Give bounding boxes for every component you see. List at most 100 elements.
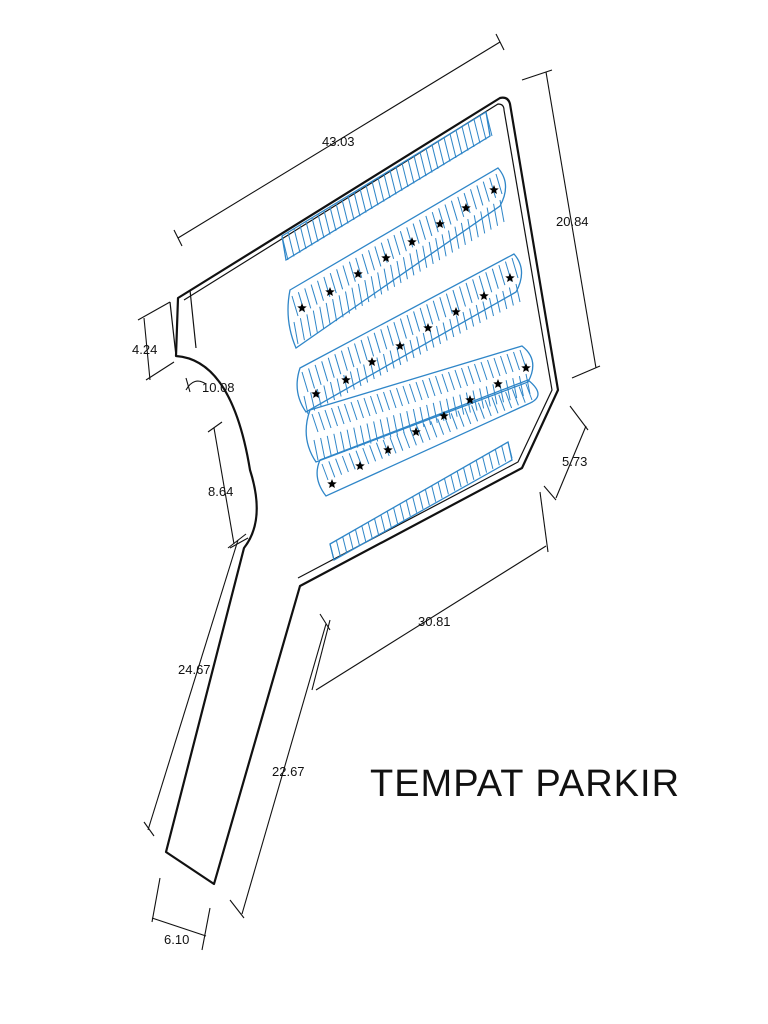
parking-stall [299,224,307,250]
parking-stall [464,407,472,425]
parking-stall [386,325,394,346]
dimension-entrance-label: 4.24 [132,342,157,357]
parking-stall [287,232,295,257]
parking-stall [431,211,439,233]
parking-stall [329,272,337,294]
parking-stall [331,407,338,427]
tree-icon [353,269,363,279]
parking-stall [319,306,325,329]
parking-stall [470,189,477,210]
dimension-road-left-label: 24.67 [178,662,211,677]
parking-stall [425,215,433,237]
parking-stall [422,245,428,268]
parking-stall [357,399,364,419]
parking-stall [362,447,370,465]
parking-stall [482,301,488,320]
dimension-road-right: 22.67 [229,613,331,919]
parking-stall [444,204,452,225]
parking-stall [306,314,312,337]
parking-stall [326,435,332,456]
parking-stall [459,394,465,415]
parking-stall [310,284,318,305]
parking-stall [377,177,385,202]
parking-stall [500,355,507,375]
parking-stall [405,500,411,517]
parking-stall [419,406,425,428]
parking-stall [342,536,348,553]
parking-stall [325,302,331,326]
parking-stall [495,294,501,313]
parking-stall [475,460,481,477]
parking-stall [507,441,513,459]
parking-stall [340,431,345,452]
parking-stall [293,321,299,345]
parking-stall [380,329,388,350]
parking-stall [424,489,430,506]
parking-stall [310,392,316,411]
parking-stall [441,373,449,393]
parking-stall [368,250,375,271]
parking-stall [506,353,514,373]
parking-stall [367,522,373,539]
parking-stall [373,332,381,353]
dimension-chamfer-label: 5.73 [562,454,587,469]
parking-stall [329,543,335,561]
parking-stall [422,332,428,352]
parking-stall [437,481,443,499]
parking-stall [314,364,322,386]
parking-stall [389,350,395,369]
parking-stall [308,368,316,389]
dimension-road-right-label: 22.67 [272,764,305,779]
parking-stall [335,540,341,557]
parking-stall [442,322,448,341]
parking-stall [452,396,458,417]
parking-stall [355,257,363,279]
parking-stall [299,318,305,341]
parking-stall [439,297,447,318]
dimension-entrance: 4.24 [132,301,175,381]
parking-stall [515,283,521,303]
parking-stall [389,170,397,195]
parking-stall [495,173,503,195]
parking-stall [488,452,494,470]
parking-stall [396,434,404,451]
parking-stall [461,126,469,151]
tree-icon [505,273,515,283]
parking-stall [474,363,481,383]
parking-stall [321,463,329,481]
parking-stall [441,234,447,257]
parking-stall [428,241,434,265]
parking-stall [425,148,433,173]
parking-row-2 [287,167,507,349]
parking-stall [418,492,424,510]
dimension-road-left: 24.67 [143,537,249,837]
parking-stall [335,458,343,475]
parking-stall [456,471,462,488]
parking-row-6 [329,440,513,561]
parking-stall [348,453,356,470]
parking-stall [303,395,309,415]
parking-stall [353,427,359,448]
parking-stall [354,343,361,364]
parking-stall [486,207,492,230]
parking-stall [482,181,490,202]
parking-row-1 [281,110,493,262]
parking-stall [448,230,453,253]
parking-stall [459,286,466,307]
parking-stall [365,184,373,210]
parking-stall [428,377,436,397]
parking-stall [382,439,390,457]
parking-stall [437,418,445,435]
dimension-right: 20.84 [521,69,601,379]
dimension-inner-bottom: 30.81 [311,491,549,691]
parking-stall [419,219,426,240]
parking-stall [494,449,500,466]
parking-stall [501,445,507,462]
parking-stall [349,371,355,390]
parking-stall [525,373,531,395]
parking-stall [498,264,506,286]
parking-stall [380,514,386,531]
parking-stall [359,425,365,446]
parking-stall [313,439,319,461]
site-outline [164,96,560,886]
